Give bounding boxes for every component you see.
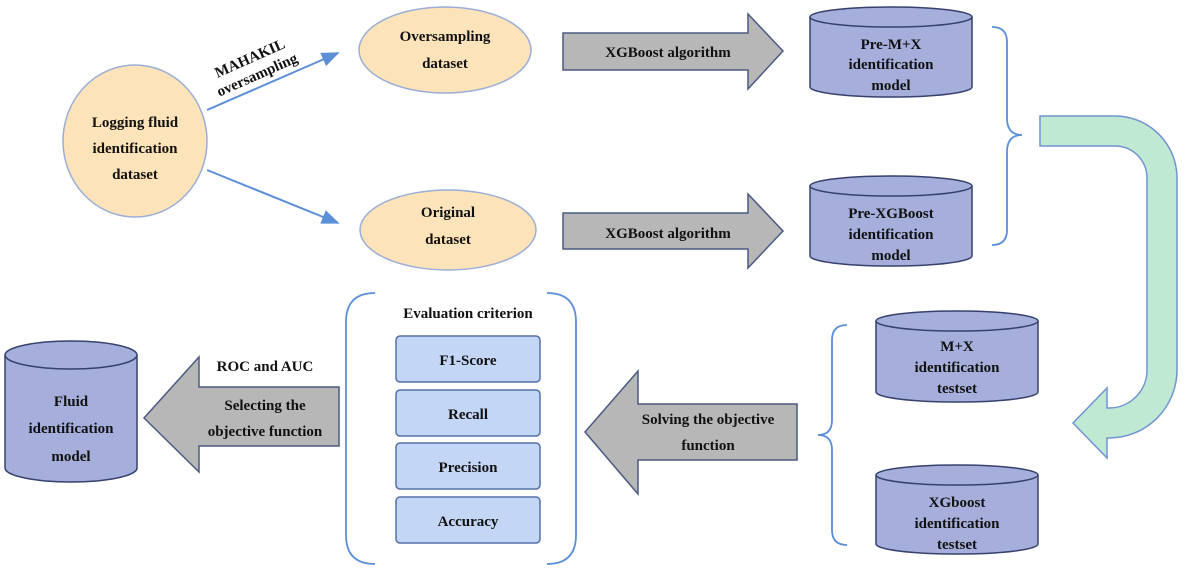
criterion-box-accuracy <box>395 496 541 544</box>
pre-mx-model-cylinder: Pre-M+X identification model <box>809 6 973 98</box>
mx-testset-line-1: M+X <box>940 339 974 355</box>
xgboost-arrow-bottom: XGBoost algorithm <box>562 192 785 270</box>
mint-uturn-arrow <box>1039 115 1178 460</box>
source-line-3: dataset <box>112 167 158 183</box>
pre-xgboost-model-cylinder: Pre-XGBoost identification model <box>809 175 973 267</box>
xgb-testset-line-2: identification <box>915 516 1001 532</box>
source-line-1: Logging fluid <box>92 115 179 131</box>
source-dataset-node: Logging fluid identification dataset <box>62 64 208 218</box>
source-line-2: identification <box>93 141 179 157</box>
arrow-to-oversampling <box>206 52 340 111</box>
mx-testset-line-3: testset <box>937 381 977 397</box>
pre-xgb-line-2: identification <box>849 227 935 243</box>
xgboost-arrow-bottom-label: XGBoost algorithm <box>605 226 731 242</box>
xgboost-arrow-top-label: XGBoost algorithm <box>605 45 731 61</box>
models-brace <box>991 26 1023 246</box>
solving-line-1: Solving the objective <box>642 412 775 428</box>
pre-mx-line-2: identification <box>849 57 935 73</box>
original-dataset-node: Original dataset <box>359 189 537 271</box>
criterion-accuracy-label: Accuracy <box>438 514 499 530</box>
evaluation-panel: Evaluation criterion F1-Score Recall Pre… <box>345 292 577 565</box>
roc-auc-label: ROC and AUC <box>217 359 314 375</box>
oversampling-dataset-node: Oversampling dataset <box>358 6 532 94</box>
mx-testset-line-2: identification <box>915 360 1001 376</box>
criterion-recall-label: Recall <box>448 407 488 423</box>
selecting-objective-arrow: ROC and AUC Selecting the objective func… <box>142 355 340 474</box>
pre-xgb-line-1: Pre-XGBoost <box>848 206 934 222</box>
criterion-precision-label: Precision <box>439 460 499 476</box>
oversampling-line-2: dataset <box>422 56 468 72</box>
xgb-testset-line-3: testset <box>937 537 977 553</box>
xgb-testset-line-1: XGboost <box>929 495 986 511</box>
mx-testset-cylinder: M+X identification testset <box>875 310 1039 403</box>
original-line-1: Original <box>421 205 475 221</box>
pre-mx-line-3: model <box>871 78 910 94</box>
pre-mx-line-1: Pre-M+X <box>861 37 922 53</box>
testsets-brace <box>817 324 848 546</box>
fluid-model-cylinder: Fluid identification model <box>4 340 138 483</box>
selecting-line-2: objective function <box>208 424 323 440</box>
criterion-box-precision <box>395 442 541 490</box>
fluid-line-1: Fluid <box>54 394 89 410</box>
selecting-line-1: Selecting the <box>224 398 306 414</box>
arrow-to-original <box>206 169 340 224</box>
criterion-f1-label: F1-Score <box>439 353 497 369</box>
pre-xgb-line-3: model <box>871 248 910 264</box>
fluid-line-3: model <box>51 449 90 465</box>
solving-objective-arrow: Solving the objective function <box>584 368 798 497</box>
oversampling-line-1: Oversampling <box>400 29 491 45</box>
xgboost-arrow-top: XGBoost algorithm <box>562 12 785 91</box>
fluid-line-2: identification <box>29 421 115 437</box>
xgb-testset-cylinder: XGboost identification testset <box>875 464 1039 555</box>
original-line-2: dataset <box>425 232 471 248</box>
solving-line-2: function <box>681 438 735 454</box>
evaluation-title: Evaluation criterion <box>403 306 533 322</box>
criterion-box-recall <box>395 389 541 437</box>
criterion-box-f1 <box>395 335 541 383</box>
